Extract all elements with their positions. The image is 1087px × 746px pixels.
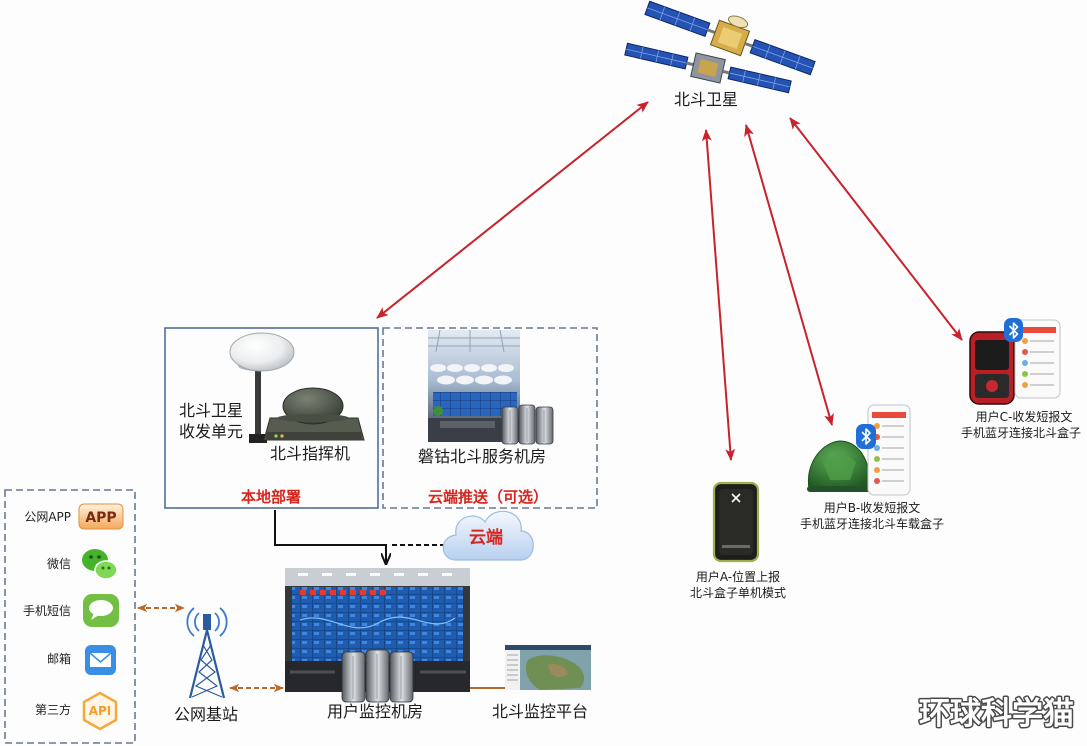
base-station-label: 公网基站 [174,705,238,724]
user-b: 用户B-收发短报文 手机蓝牙连接北斗车载盒子 [800,404,944,531]
app-badge-text: APP [85,510,116,526]
api-badge-text: API [89,704,112,718]
solar-panel-right [727,66,792,94]
satellite-body [709,15,751,57]
channel-item-mail: 邮箱 [47,645,116,675]
channel-item-third-party: 第三方 API [35,691,118,731]
solar-panel-left [624,42,689,70]
link-arrow-local-deployment [376,101,649,319]
beidou-box-icon [969,331,1015,405]
user-a: 用户A-位置上报 北斗盒子单机模式 [690,481,786,600]
monitor-room-label: 用户监控机房 [327,702,423,721]
channel-label-app: 公网APP [24,510,71,524]
channel-label-mail: 邮箱 [47,651,71,666]
commander-label: 北斗指挥机 [270,444,350,463]
user-b-line2: 手机蓝牙连接北斗车载盒子 [800,516,944,531]
bluetooth-icon [1004,318,1023,342]
transceiver-label-line1: 北斗卫星 [179,401,243,420]
solar-panel-left [644,0,711,38]
cloud-label: 云端 [469,527,503,548]
tower-icon [186,607,228,699]
server-rack-icon [341,649,414,703]
notification-channels-box: 公网APP APP 微信 手机短信 [4,489,136,744]
server-room-label: 磐钴北斗服务机房 [418,447,546,466]
smartphone-icon [1014,319,1061,399]
mail-icon [85,645,116,675]
satellite-links [376,101,963,461]
link-arrow-user-a [701,129,736,461]
transceiver-label-line2: 收发单元 [179,422,243,441]
app-icon: APP [78,503,124,530]
satellite-icon [624,42,792,94]
base-station: 公网基站 [174,607,238,724]
deployment-connectors [274,510,447,564]
link-arrow-user-c [789,117,963,341]
user-a-line1: 用户A-位置上报 [696,569,780,584]
user-b-line1: 用户B-收发短报文 [824,500,921,515]
solar-panel-right [749,38,816,76]
satellite-icon [644,0,816,76]
monitor-platform: 北斗监控平台 [492,645,591,721]
monitor-room: 用户监控机房 [285,568,470,721]
channel-item-wechat: 微信 [47,549,118,580]
beidou-satellite-group: 北斗卫星 [624,0,816,109]
satellite-body [690,52,726,84]
cloud-push-title: 云端推送（可选） [428,488,548,506]
channel-label-sms: 手机短信 [23,604,71,618]
monitoring-room-photo [285,568,470,692]
sms-icon [83,594,119,627]
monitor-platform-label: 北斗监控平台 [492,702,588,721]
satellite-label: 北斗卫星 [674,90,738,109]
channel-label-wechat: 微信 [47,557,71,571]
watermark: 环球科学猫 [919,696,1074,732]
beidou-box-icon [712,481,760,563]
user-c-line2: 手机蓝牙连接北斗盒子 [961,425,1081,440]
cloud-icon: 云端 [442,510,534,561]
user-c: 用户C-收发短报文 手机蓝牙连接北斗盒子 [961,318,1081,440]
dome-antenna-icon [229,332,295,443]
wechat-icon [82,549,118,580]
command-machine-icon [263,387,365,441]
smartphone-icon [867,404,911,496]
local-deployment-title: 本地部署 [241,488,301,506]
monitoring-platform-screenshot [505,645,591,690]
local-to-monitor-line [274,510,386,564]
channel-item-app: 公网APP APP [24,503,124,530]
user-a-line2: 北斗盒子单机模式 [690,585,786,600]
bluetooth-icon [856,424,876,449]
server-rack-icon [501,404,554,445]
local-deployment-box: 北斗卫星 收发单元 北斗指挥机 本地部署 [164,327,379,509]
channel-label-third-party: 第三方 [35,702,71,717]
user-c-line1: 用户C-收发短报文 [976,409,1073,424]
link-arrow-user-b [744,124,834,426]
channel-item-sms: 手机短信 [23,594,119,627]
api-icon: API [82,691,118,731]
cloud-push-box: 磐钴北斗服务机房 云端推送（可选） [382,327,598,509]
